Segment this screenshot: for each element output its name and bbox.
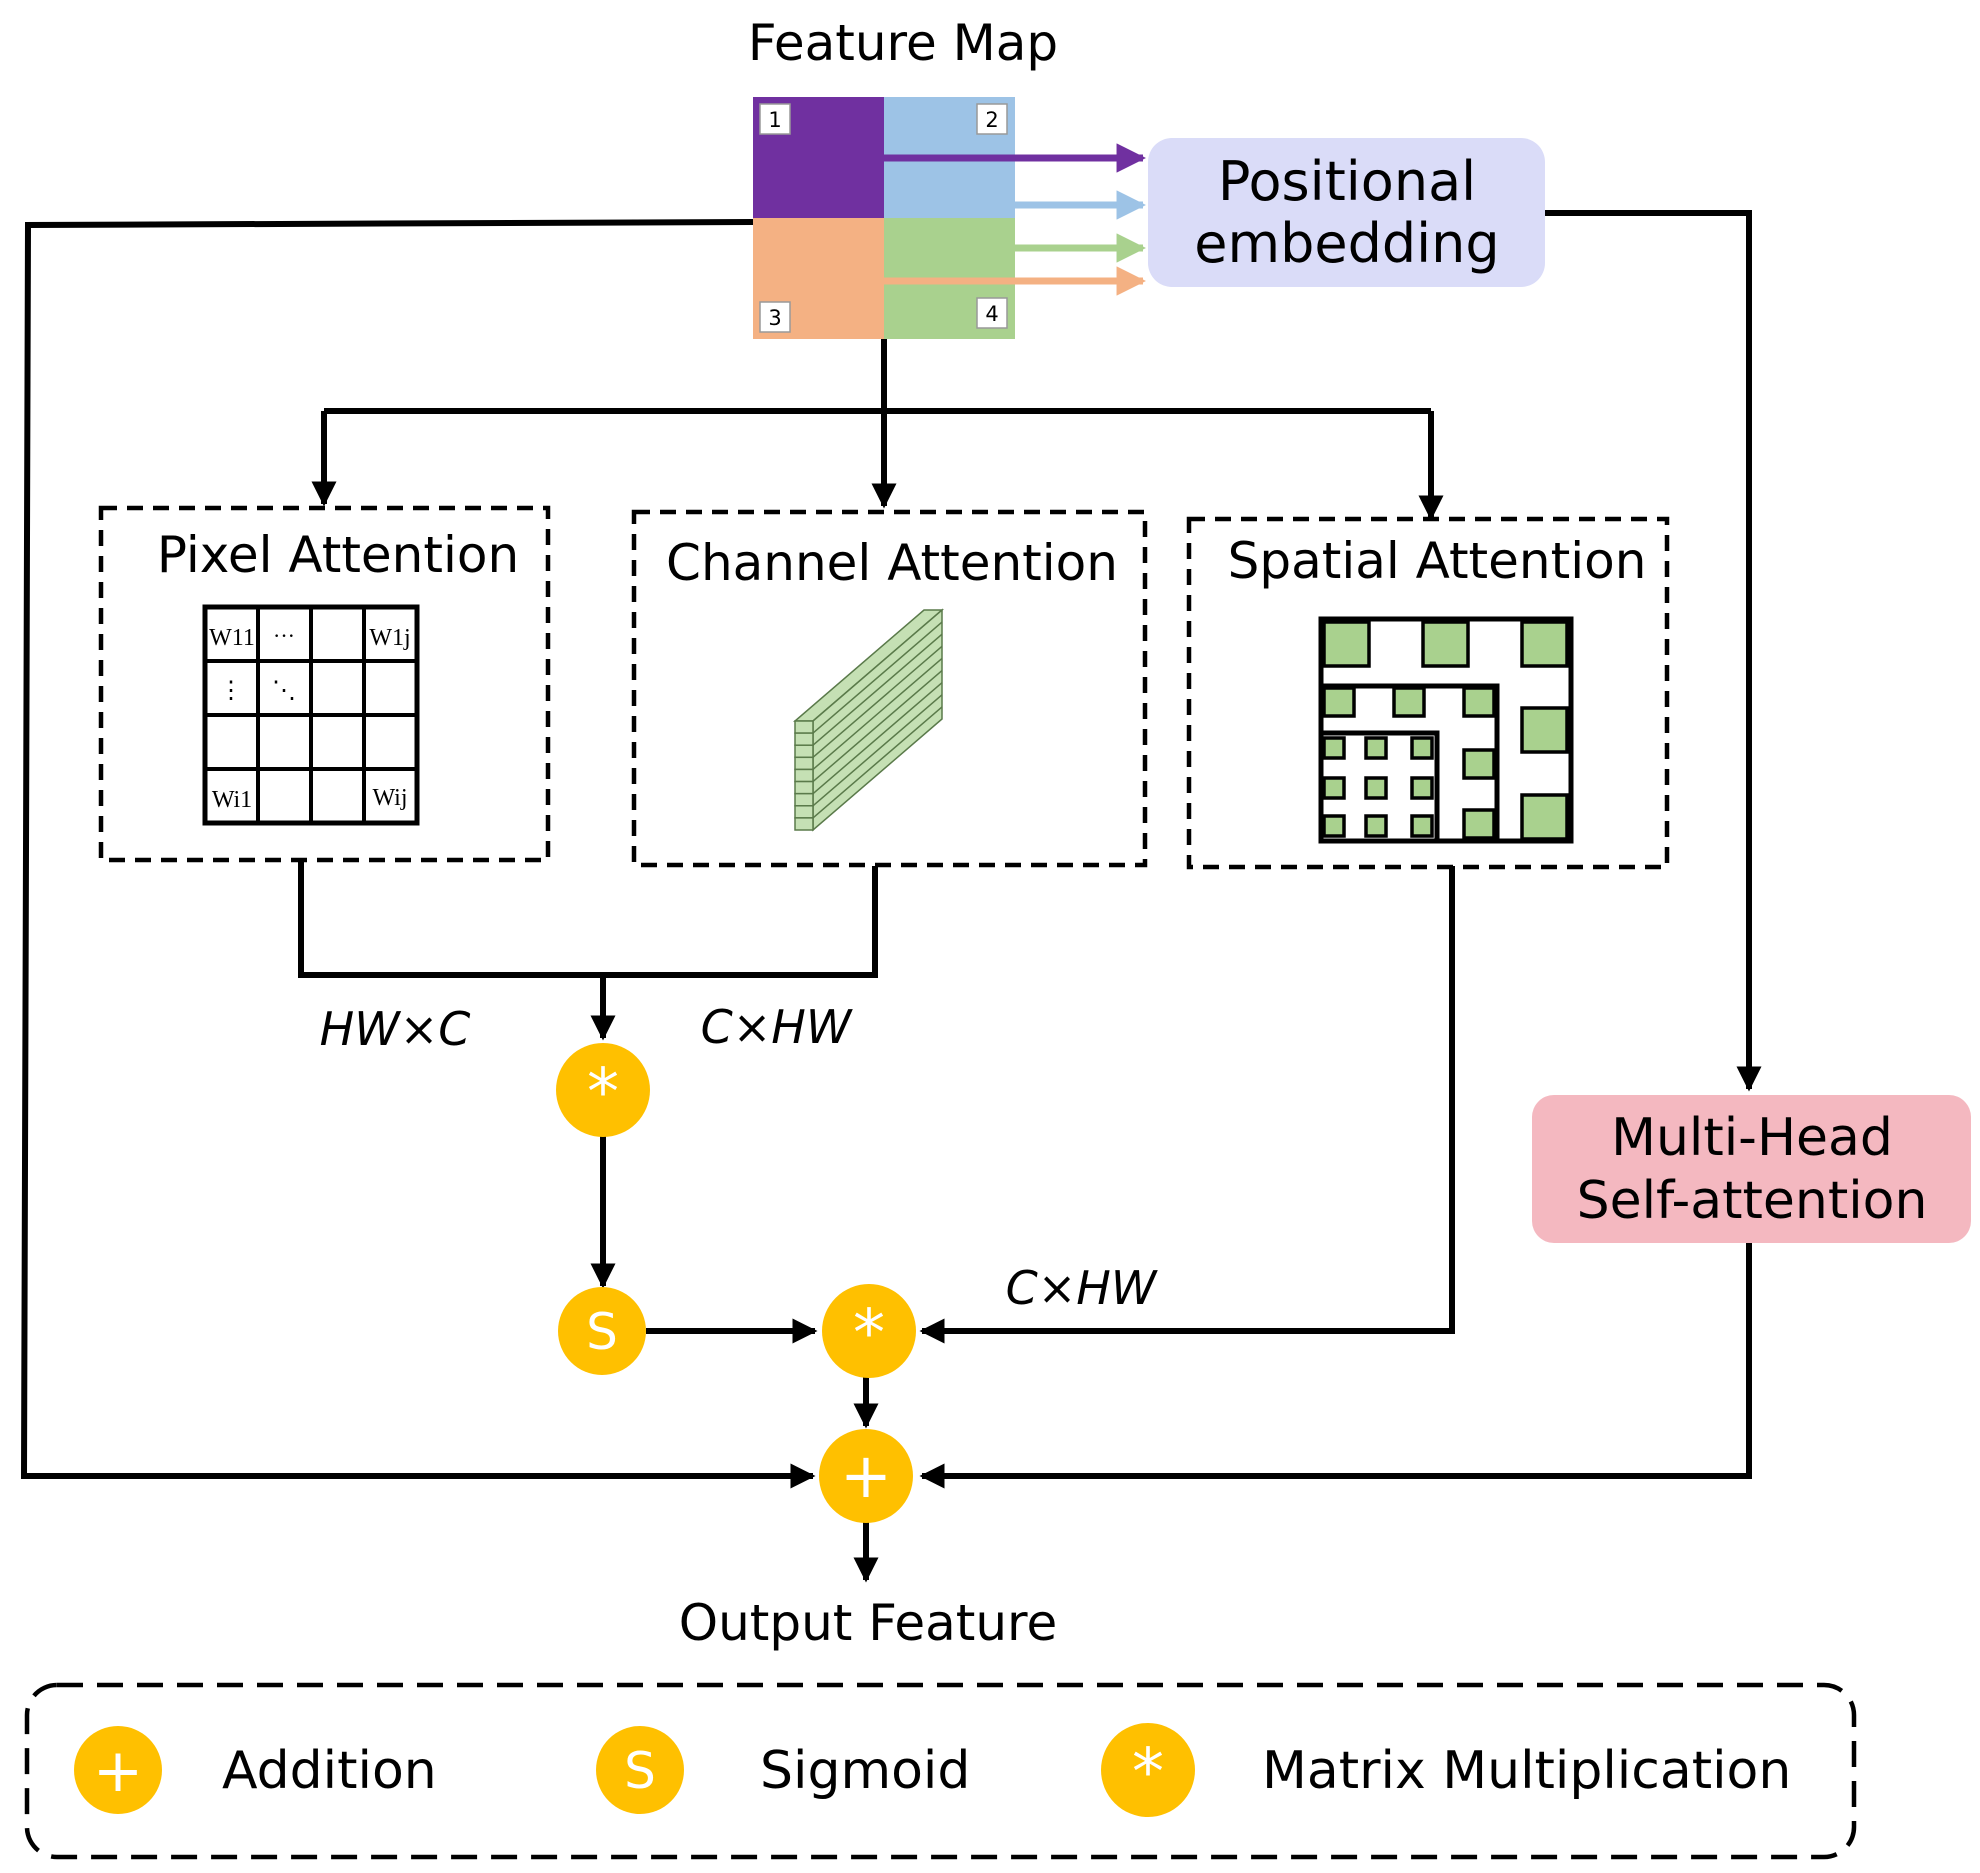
sigmoid-op: S xyxy=(558,1287,646,1375)
legend-mult-icon xyxy=(1101,1723,1195,1817)
channel-layer xyxy=(794,768,814,783)
skip-connection xyxy=(20,219,816,1489)
channel-layer xyxy=(794,732,814,746)
legend-sigmoid-symbol: S xyxy=(624,1742,656,1800)
output-feature-label: Output Feature xyxy=(679,1594,1058,1652)
add-op: + xyxy=(819,1429,913,1523)
multi-head-box xyxy=(1532,1095,1971,1243)
feature-map: 1 2 3 4 xyxy=(753,97,1015,339)
channel-attention-box xyxy=(631,509,1148,868)
legend-add-symbol: + xyxy=(93,1736,143,1806)
patch-4-label: 4 xyxy=(985,302,998,326)
mult-op-1-symbol: * xyxy=(587,1056,619,1130)
legend-sigmoid: S Sigmoid xyxy=(596,1726,970,1814)
spatial-grid-icon xyxy=(1318,616,1574,844)
legend-add-icon xyxy=(74,1726,162,1814)
spatial-to-mult2-arrow xyxy=(919,866,1455,1344)
w11-label: W11 xyxy=(209,625,255,651)
connectors xyxy=(20,210,1762,1583)
channel-layer xyxy=(794,817,814,831)
legend-addition-label: Addition xyxy=(222,1741,437,1801)
dim-c-hw-1: C×HW xyxy=(701,1000,853,1054)
pixel-attention-title: Pixel Attention xyxy=(157,526,519,584)
multi-head-line2: Self-attention xyxy=(1577,1171,1928,1231)
channel-layer xyxy=(794,720,814,734)
channel-layer xyxy=(794,756,814,771)
legend-sigmoid-label: Sigmoid xyxy=(760,1741,970,1801)
legend-box xyxy=(24,1682,1857,1860)
channel-tensor-icon xyxy=(792,608,945,832)
weight-matrix: W11 ··· W1j ⋮ ⋱ Wi1 Wij xyxy=(202,604,420,826)
mult-op-2: * xyxy=(822,1284,916,1378)
pixel-channel-merge xyxy=(298,860,878,978)
channel-layer xyxy=(794,792,814,807)
pos-to-mhsa-arrow xyxy=(1545,210,1762,1092)
legend-matrix-mult: * Matrix Multiplication xyxy=(1101,1723,1791,1817)
positional-embedding-box xyxy=(1148,138,1545,287)
spatial-attention-title: Spatial Attention xyxy=(1228,532,1647,590)
sigmoid-op-symbol: S xyxy=(586,1303,618,1361)
mult-op-2-symbol: * xyxy=(853,1297,885,1371)
pixel-attention-box xyxy=(98,505,551,863)
legend-matrix-mult-label: Matrix Multiplication xyxy=(1262,1741,1791,1801)
positional-embedding-line1: Positional xyxy=(1218,150,1476,213)
channel-layer xyxy=(794,744,814,759)
legend-addition: + Addition xyxy=(74,1726,437,1814)
w1j-label: W1j xyxy=(369,625,410,651)
mhsa-to-add-arrow xyxy=(919,1243,1752,1489)
hdots-label: ··· xyxy=(273,623,295,648)
add-op-symbol: + xyxy=(840,1439,892,1512)
patch-2-label: 2 xyxy=(985,108,998,132)
vdots-label: ⋮ xyxy=(219,678,243,704)
channel-attention-title: Channel Attention xyxy=(666,534,1118,592)
spatial-attention-box xyxy=(1186,516,1670,870)
dim-hw-c: HW×C xyxy=(320,1002,471,1056)
mult-op-1: * xyxy=(556,1043,650,1137)
legend-sigmoid-icon xyxy=(596,1726,684,1814)
patch-3-label: 3 xyxy=(768,306,781,330)
multi-head-line1: Multi-Head xyxy=(1611,1108,1893,1168)
wij-label: Wij xyxy=(372,785,407,811)
wi1-label: Wi1 xyxy=(212,787,252,813)
patch-1-label: 1 xyxy=(768,108,781,132)
legend-mult-symbol: * xyxy=(1132,1736,1164,1810)
ddots-label: ⋱ xyxy=(272,678,296,704)
feature-map-title: Feature Map xyxy=(748,14,1058,72)
dim-c-hw-2: C×HW xyxy=(1006,1261,1158,1315)
channel-layer xyxy=(794,805,814,819)
positional-embedding-line2: embedding xyxy=(1194,212,1499,275)
channel-layer xyxy=(794,780,814,795)
